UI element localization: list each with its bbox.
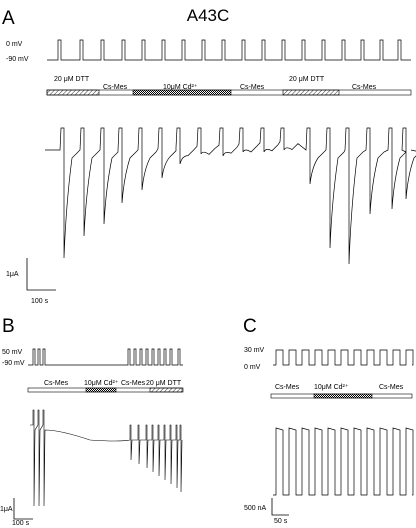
panel-a-scale-current: 1μA bbox=[6, 271, 19, 278]
panel-a-voltage-high: 0 mV bbox=[6, 41, 23, 48]
panel-a-solution-csmes-2: Cs-Mes bbox=[240, 84, 265, 91]
panel-b-voltage-protocol bbox=[28, 348, 183, 366]
panel-c-solution-csmes-2: Cs-Mes bbox=[379, 384, 404, 391]
panel-c-scale-time: 50 s bbox=[274, 518, 288, 525]
panel-c-voltage-protocol bbox=[273, 349, 414, 366]
panel-a-voltage-low: -90 mV bbox=[6, 56, 29, 63]
panel-b-solution-bar bbox=[27, 387, 184, 393]
panel-c-voltage-low: 0 mV bbox=[244, 364, 261, 371]
panel-b-voltage-low: -90 mV bbox=[2, 360, 25, 367]
panel-b-scale-time: 100 s bbox=[12, 520, 30, 527]
panel-a-label: A bbox=[2, 8, 15, 29]
panel-a-solution-dtt-2: 20 μM DTT bbox=[289, 76, 325, 83]
panel-b-solution-csmes-1: Cs-Mes bbox=[44, 380, 69, 387]
panel-a-solution-cd: 10μM Cd²⁺ bbox=[163, 84, 198, 91]
panel-a-solution-bar bbox=[46, 89, 412, 96]
panel-b-solution-cd: 10μM Cd²⁺ bbox=[84, 380, 119, 387]
figure-title: A43C bbox=[186, 6, 230, 25]
panel-a-bar-dtt-2 bbox=[282, 89, 340, 96]
panel-b-label: B bbox=[2, 316, 15, 337]
panel-a-solution-dtt-1: 20 μM DTT bbox=[54, 76, 90, 83]
panel-c-solution-cd: 10μM Cd²⁺ bbox=[314, 384, 349, 391]
panel-a-scale-bar bbox=[26, 258, 56, 291]
panel-b-bar-cd bbox=[85, 387, 117, 393]
panel-b-scale-current: 1μA bbox=[0, 506, 13, 513]
panel-c-label: C bbox=[243, 316, 257, 337]
panel-c-solution-bar bbox=[270, 393, 413, 399]
panel-c-solution-csmes-1: Cs-Mes bbox=[275, 384, 300, 391]
panel-a-scale-time: 100 s bbox=[31, 298, 49, 305]
panel-b-solution-dtt: 20 μM DTT bbox=[146, 380, 182, 387]
panel-a-bar-dtt-1 bbox=[46, 89, 100, 96]
panel-c-scale-bar bbox=[271, 498, 289, 516]
panel-a-solution-csmes-3: Cs-Mes bbox=[352, 84, 377, 91]
panel-c-scale-current: 500 nA bbox=[244, 505, 267, 512]
panel-c-bar-cd bbox=[313, 393, 373, 399]
panel-c-voltage-high: 30 mV bbox=[244, 347, 265, 354]
panel-b-current-trace bbox=[30, 409, 183, 507]
panel-a-voltage-protocol bbox=[47, 39, 411, 61]
panel-b-voltage-high: 50 mV bbox=[2, 349, 23, 356]
panel-a-current-trace bbox=[45, 127, 416, 265]
panel-b-bar-dtt bbox=[149, 387, 183, 393]
panel-a-bar-cd bbox=[132, 89, 232, 96]
panel-b-scale-bar bbox=[13, 498, 33, 520]
panel-c-current-trace bbox=[273, 427, 414, 496]
panel-b-solution-csmes-2: Cs-Mes bbox=[121, 380, 146, 387]
panel-a-solution-csmes-1: Cs-Mes bbox=[103, 84, 128, 91]
